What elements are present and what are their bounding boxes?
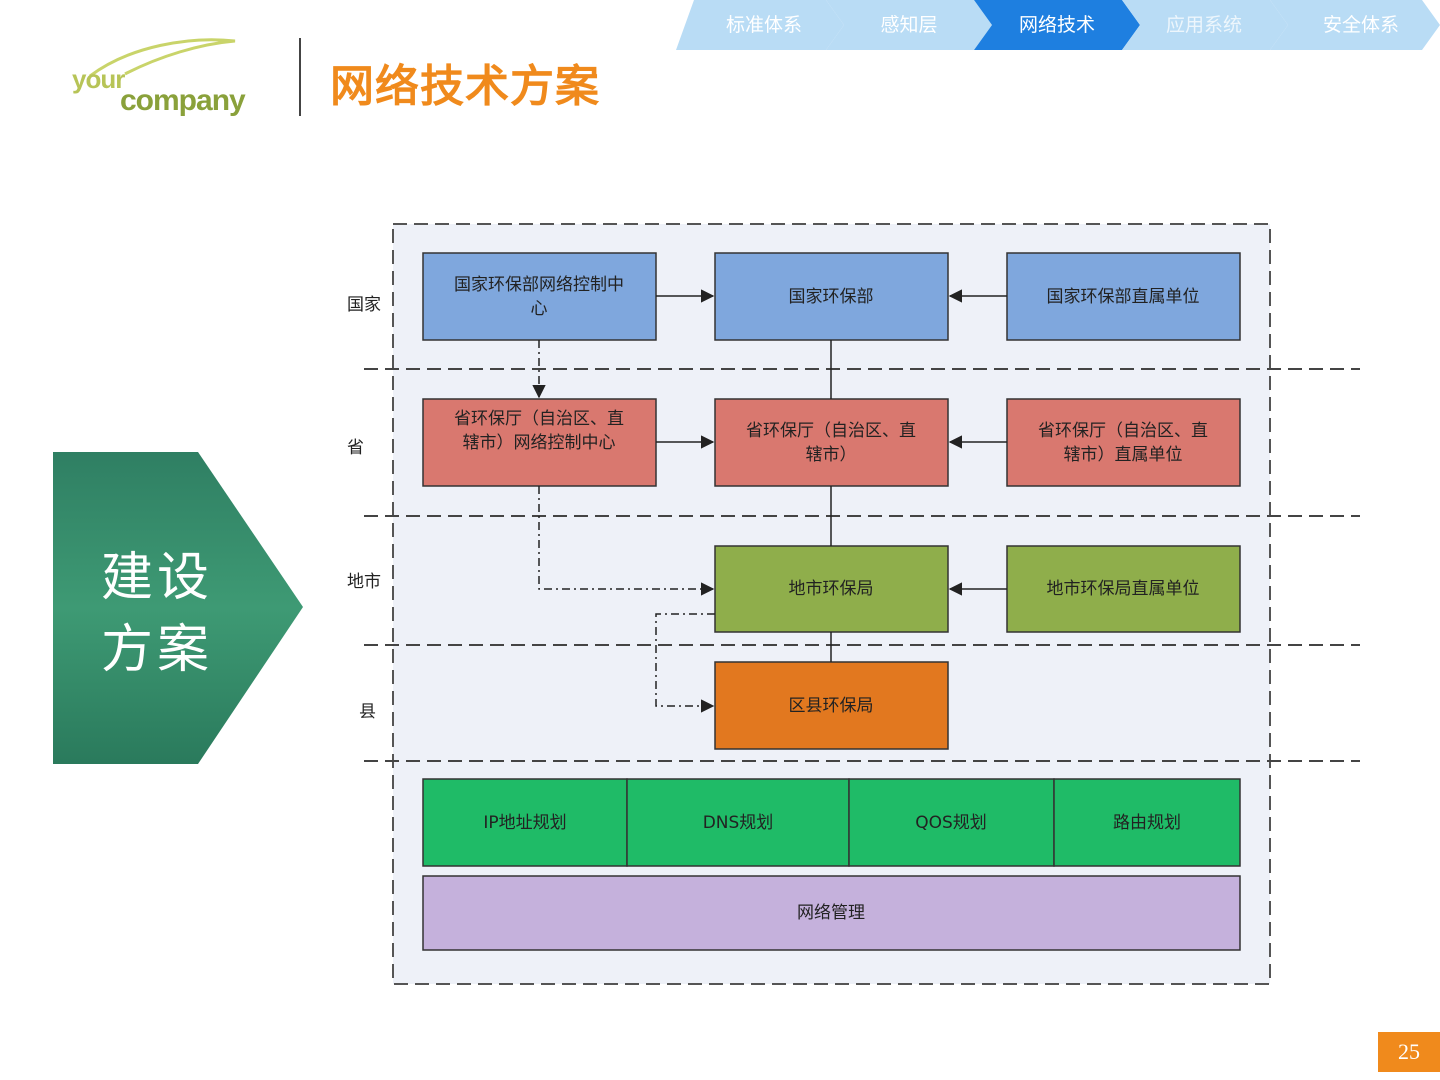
node-city-epb — [714, 545, 949, 633]
node-county-epb-label: 区县环保局 — [789, 696, 874, 716]
node-province-affiliated-label2: 辖市）直属单位 — [1064, 445, 1183, 465]
nav-chevron-2 — [826, 0, 992, 50]
nav-chevron-3 — [974, 0, 1140, 50]
nav-chevron-4 — [1122, 0, 1288, 50]
node-national-mep-label: 国家环保部 — [789, 287, 874, 307]
logo-swoosh-icon — [89, 38, 236, 78]
nav-tab-standards[interactable]: 标准体系 — [725, 14, 802, 36]
nav-tab-perception[interactable]: 感知层 — [880, 14, 938, 36]
plan-qos-label: QOS规划 — [915, 813, 987, 833]
node-national-affiliated — [1006, 252, 1241, 341]
side-tag-shape — [53, 452, 303, 764]
plan-dns-label: DNS规划 — [703, 813, 774, 833]
side-tag-line2: 方案 — [101, 620, 214, 680]
node-city-affiliated — [1006, 545, 1241, 633]
side-section-tag: 建设 方案 — [53, 452, 303, 764]
node-province-control-center-label1: 省环保厅（自治区、直 — [454, 409, 624, 429]
node-province-affiliated-label1: 省环保厅（自治区、直 — [1038, 421, 1208, 441]
logo-word-company: company — [120, 84, 246, 117]
nav-tab-applications[interactable]: 应用系统 — [1165, 14, 1242, 36]
plan-routing-label: 路由规划 — [1113, 813, 1181, 833]
node-province-control-center — [422, 398, 657, 487]
page-title: 网络技术方案 — [330, 61, 600, 112]
plan-ip-label: IP地址规划 — [483, 813, 566, 833]
node-province-epb-label2: 辖市） — [806, 445, 857, 465]
edge-provctrl-to-city — [538, 486, 715, 596]
plan-routing — [1053, 778, 1241, 867]
page-number: 25 — [1378, 1032, 1440, 1072]
node-national-mep — [714, 252, 949, 341]
node-province-affiliated — [1006, 398, 1241, 487]
node-national-affiliated-label: 国家环保部直属单位 — [1047, 287, 1200, 307]
node-national-control-center-label2: 心 — [531, 299, 548, 319]
network-management — [422, 875, 1241, 951]
nav-tab-network[interactable]: 网络技术 — [1018, 14, 1095, 36]
nav-chevrons — [676, 0, 1440, 50]
node-national-control-center-label1: 国家环保部网络控制中 — [454, 275, 624, 295]
nav-chevron-5 — [1270, 0, 1440, 50]
level-label-national: 国家 — [347, 295, 381, 315]
company-logo: your company — [70, 36, 270, 131]
node-city-affiliated-label: 地市环保局直属单位 — [1047, 579, 1200, 599]
title-separator — [299, 38, 301, 116]
node-province-control-center-label2: 辖市）网络控制中心 — [463, 433, 616, 453]
level-label-city: 地市 — [347, 572, 381, 592]
level-label-county: 县 — [359, 702, 376, 722]
plan-dns — [626, 778, 850, 867]
plan-ip — [422, 778, 628, 867]
nav-chevron-1 — [676, 0, 844, 50]
network-management-label: 网络管理 — [797, 903, 865, 923]
node-city-epb-label: 地市环保局 — [789, 579, 874, 599]
node-province-epb — [714, 398, 949, 487]
plan-qos — [848, 778, 1055, 867]
section-nav: 标准体系 感知层 网络技术 应用系统 安全体系 — [676, 0, 1440, 50]
node-province-epb-label1: 省环保厅（自治区、直 — [746, 421, 916, 441]
node-county-epb — [714, 661, 949, 750]
side-tag-line1: 建设 — [101, 548, 214, 608]
level-label-province: 省 — [347, 438, 364, 458]
nav-tab-security[interactable]: 安全体系 — [1322, 14, 1399, 36]
node-national-control-center — [422, 252, 657, 341]
logo-word-your: your — [72, 64, 125, 94]
